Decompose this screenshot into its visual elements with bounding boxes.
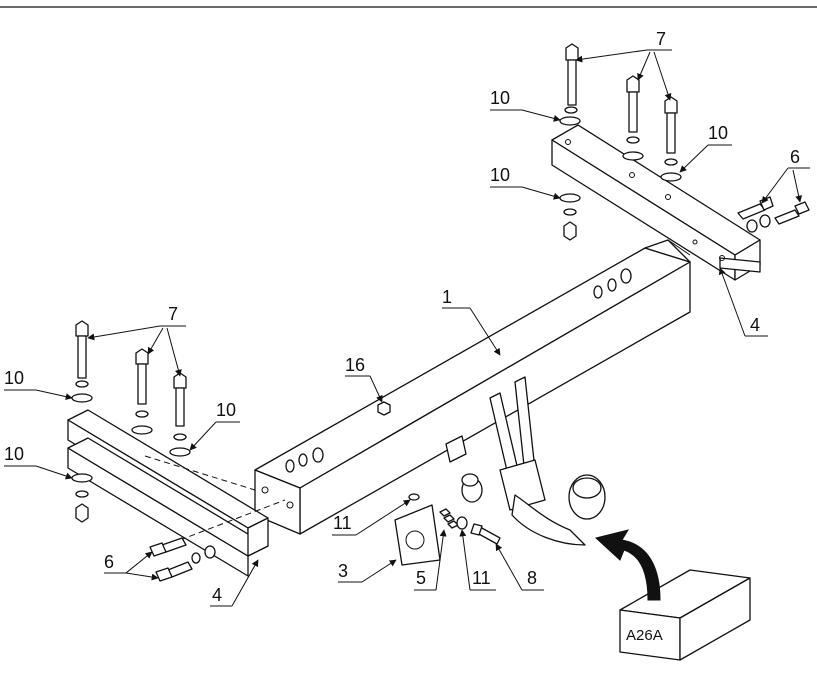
label-1: 1 (442, 287, 452, 307)
label-4-right: 4 (750, 315, 760, 335)
label-4-left: 4 (212, 585, 222, 605)
label-6-left: 6 (104, 552, 114, 572)
label-3: 3 (338, 561, 348, 581)
label-10-mid: 10 (490, 165, 510, 185)
label-16: 16 (345, 355, 365, 375)
label-11-left: 11 (333, 513, 352, 533)
right-mount-bracket (551, 124, 761, 281)
reference-box: A26A (619, 569, 751, 661)
label-5: 5 (416, 568, 426, 588)
left-side-bolts (149, 537, 216, 582)
right-side-bolts (737, 196, 810, 233)
label-7-left: 7 (168, 304, 178, 324)
label-10-top: 10 (490, 88, 510, 108)
box-label: A26A (626, 627, 663, 644)
label-11-right: 11 (472, 568, 491, 588)
label-8: 8 (527, 568, 537, 588)
label-10-left-mid: 10 (216, 400, 236, 420)
leaders (4, 49, 810, 607)
label-6-right: 6 (790, 147, 800, 167)
label-7-top: 7 (656, 29, 666, 49)
label-10-left-top: 10 (4, 368, 24, 388)
left-mount-bracket (67, 409, 286, 577)
tow-hook (445, 376, 606, 546)
connector-hardware (394, 493, 501, 566)
callout-labels: 1 16 7 10 10 10 6 4 7 10 10 10 6 4 11 3 … (4, 29, 800, 605)
curved-arrow (594, 529, 661, 601)
label-10-left-low: 10 (4, 444, 24, 464)
nut-16 (377, 401, 391, 416)
label-10-right: 10 (708, 123, 728, 143)
